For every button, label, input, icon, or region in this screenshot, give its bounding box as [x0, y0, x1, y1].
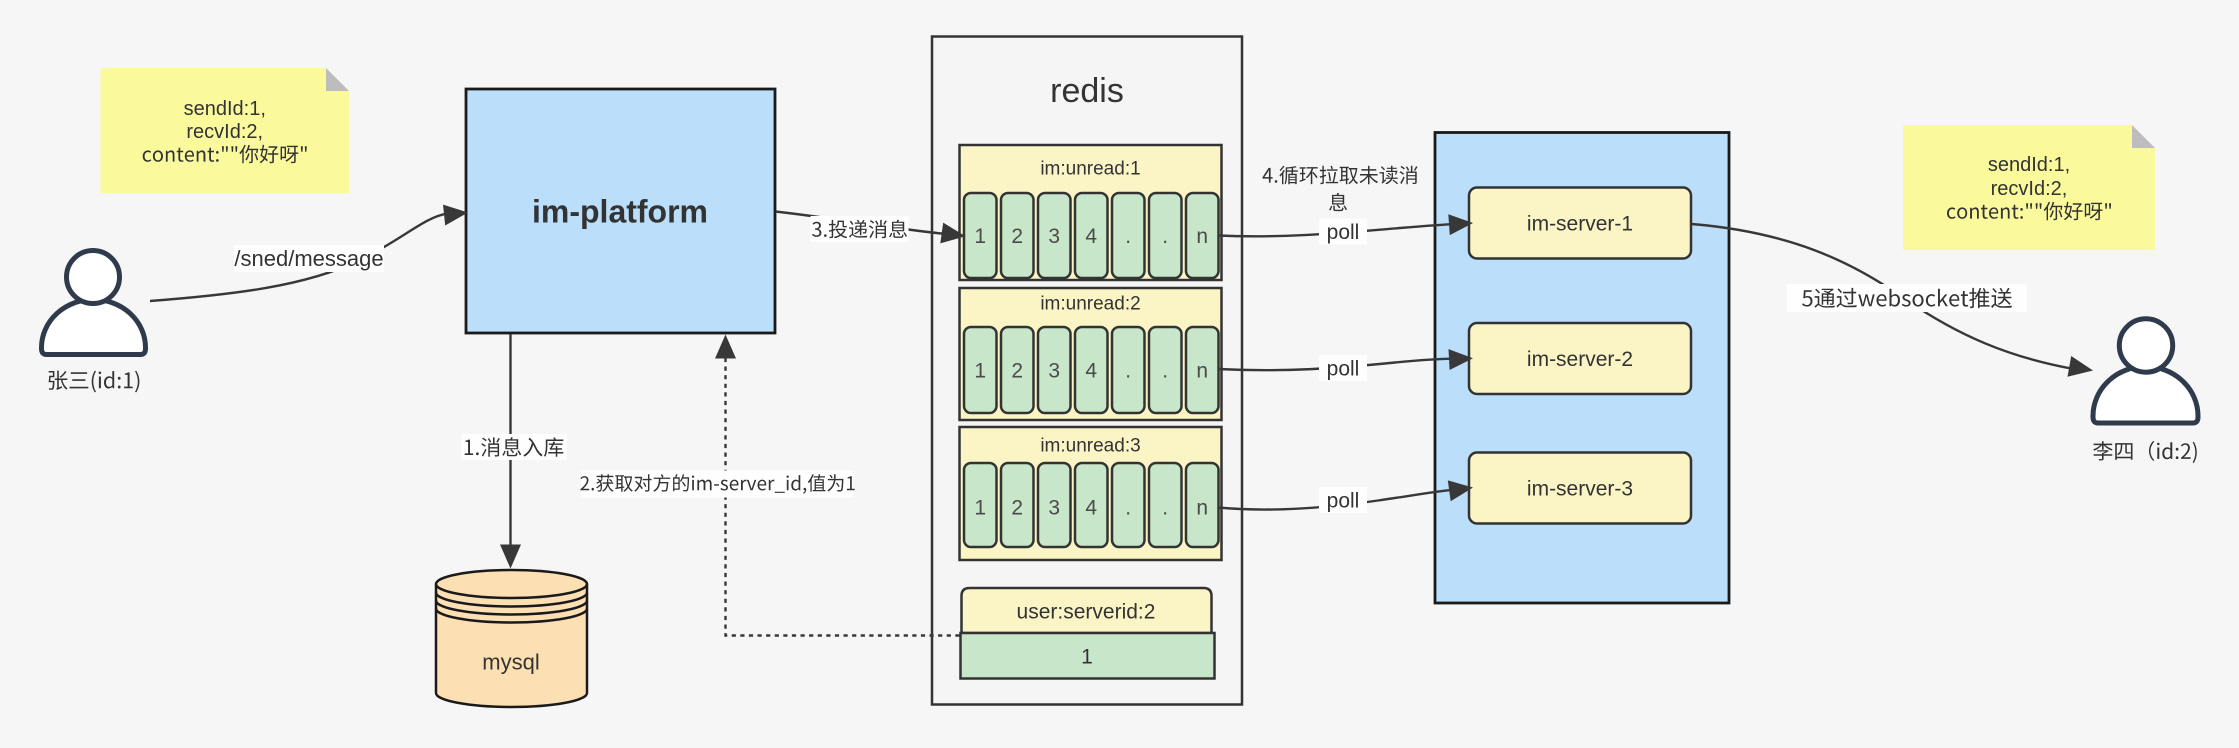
svg-text:.: .: [1125, 496, 1131, 519]
svg-text:im-server-3: im-server-3: [1527, 477, 1633, 500]
svg-text:recvId:2,: recvId:2,: [1991, 178, 2068, 200]
svg-text:im:unread:3: im:unread:3: [1040, 436, 1140, 457]
svg-text:.: .: [1162, 359, 1168, 382]
svg-text:.: .: [1125, 225, 1131, 248]
svg-text:n: n: [1196, 496, 1208, 519]
svg-text:4: 4: [1085, 225, 1097, 248]
svg-text:redis: redis: [1050, 72, 1124, 110]
svg-text:mysql: mysql: [482, 650, 539, 675]
svg-text:n: n: [1196, 225, 1208, 248]
svg-text:.: .: [1162, 496, 1168, 519]
svg-text:2: 2: [1011, 359, 1023, 382]
svg-text:1: 1: [974, 359, 986, 382]
svg-text:recvId:2,: recvId:2,: [186, 121, 263, 143]
svg-text:sendId:1,: sendId:1,: [184, 98, 266, 120]
svg-text:im-server-2: im-server-2: [1527, 348, 1633, 371]
svg-text:im-server-1: im-server-1: [1527, 212, 1633, 235]
svg-text:im-platform: im-platform: [532, 193, 708, 229]
svg-text:2: 2: [1011, 225, 1023, 248]
svg-text:4: 4: [1085, 359, 1097, 382]
svg-text:1: 1: [974, 496, 986, 519]
svg-text:3: 3: [1048, 496, 1060, 519]
svg-text:n: n: [1196, 359, 1208, 382]
svg-text:sendId:1,: sendId:1,: [1988, 154, 2070, 176]
svg-text:1: 1: [1081, 645, 1093, 668]
svg-text:.: .: [1125, 359, 1131, 382]
svg-text:1: 1: [974, 225, 986, 248]
svg-text:3: 3: [1048, 359, 1060, 382]
svg-text:/sned/message: /sned/message: [234, 246, 383, 271]
svg-text:2: 2: [1011, 496, 1023, 519]
svg-text:4: 4: [1085, 496, 1097, 519]
svg-text:3: 3: [1048, 225, 1060, 248]
svg-text:poll: poll: [1327, 221, 1360, 244]
svg-text:user:serverid:2: user:serverid:2: [1017, 600, 1156, 623]
svg-text:poll: poll: [1327, 357, 1360, 380]
svg-text:im:unread:2: im:unread:2: [1040, 294, 1140, 315]
svg-text:poll: poll: [1327, 489, 1360, 512]
svg-text:im:unread:1: im:unread:1: [1040, 159, 1140, 180]
svg-text:.: .: [1162, 225, 1168, 248]
